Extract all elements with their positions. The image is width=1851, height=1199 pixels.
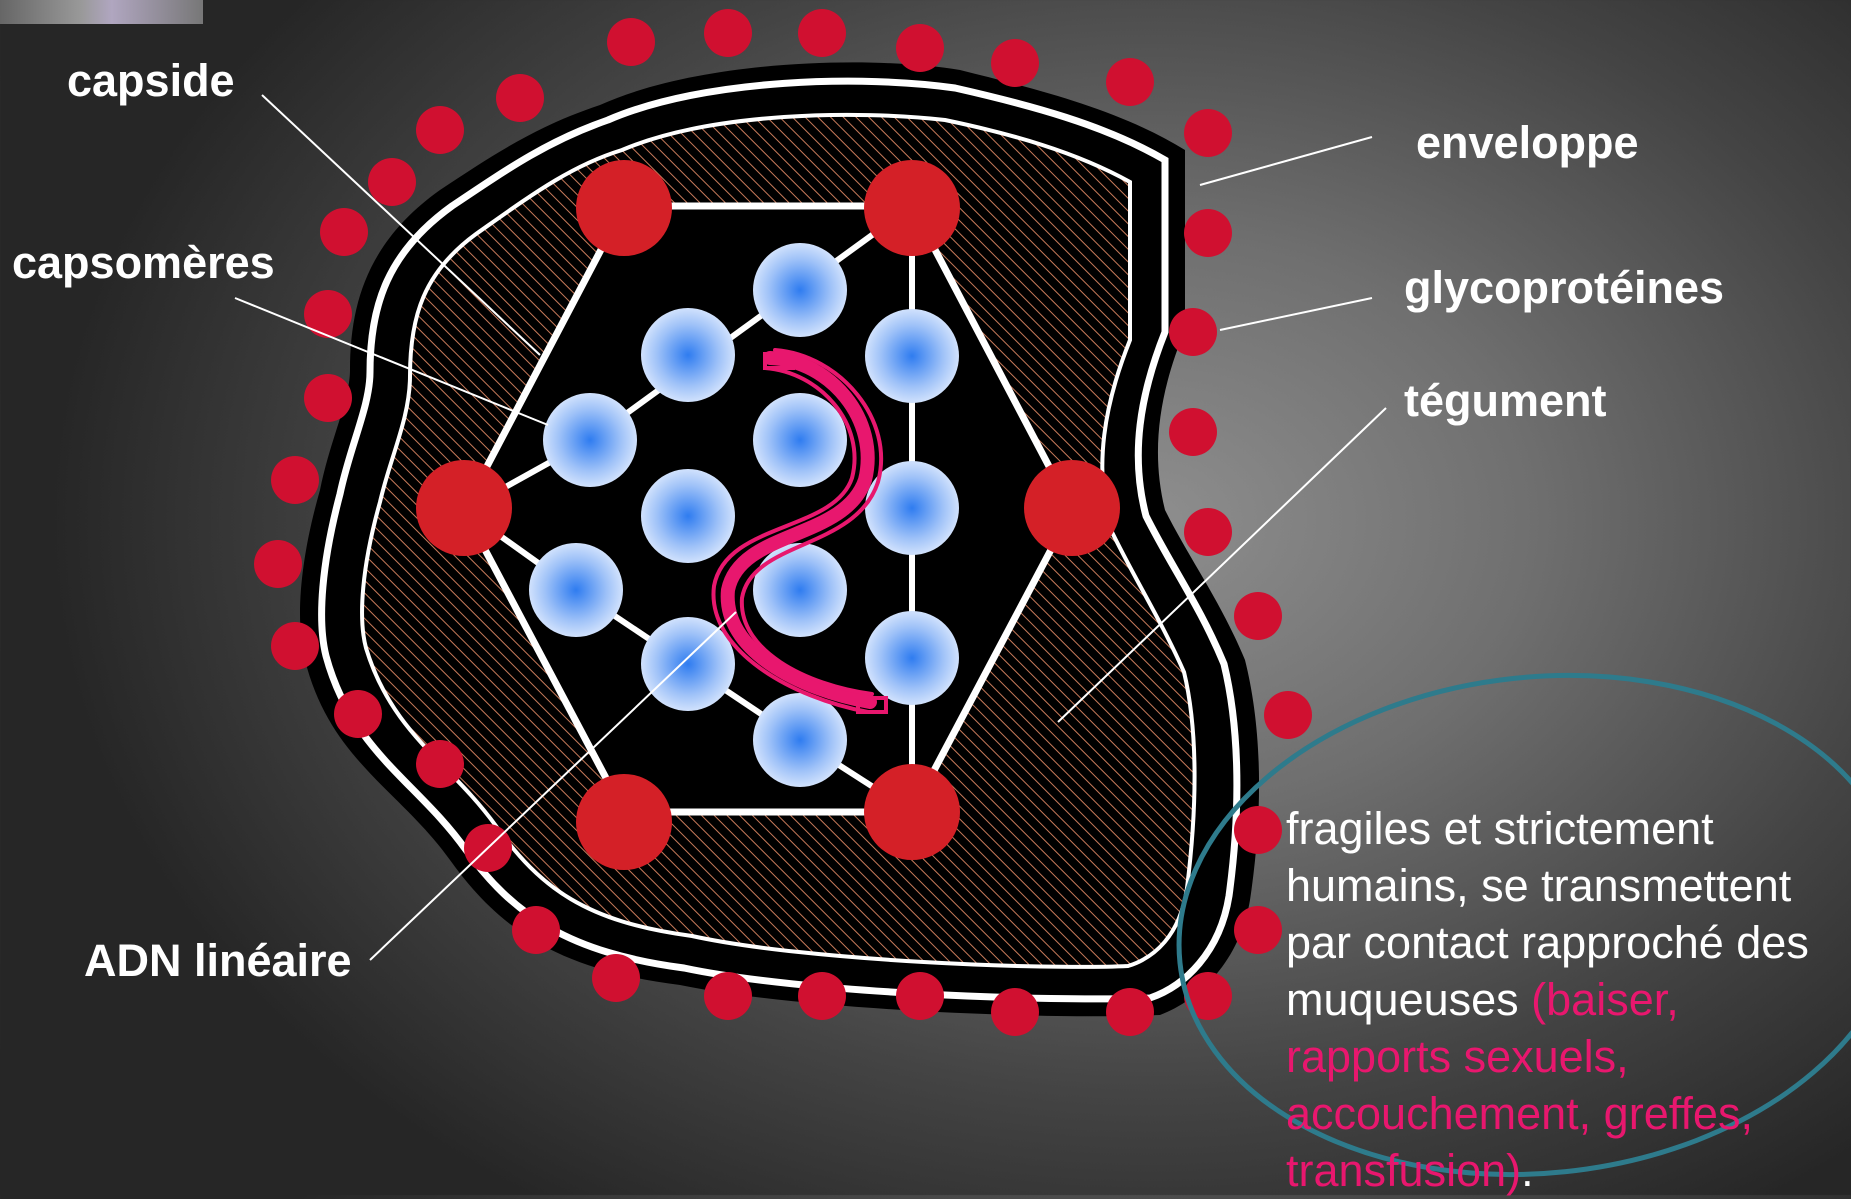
glycoprotein: [512, 906, 560, 954]
glycoprotein: [896, 972, 944, 1020]
capsid-vertex: [864, 764, 960, 860]
capsomere: [641, 469, 735, 563]
capsid-vertex: [416, 460, 512, 556]
glycoprotein: [1234, 906, 1282, 954]
capsomere: [641, 308, 735, 402]
label-adn: ADN linéaire: [84, 938, 352, 983]
label-capsomeres: capsomères: [12, 240, 275, 285]
glycoprotein: [991, 988, 1039, 1036]
glycoprotein: [416, 106, 464, 154]
glycoprotein: [1264, 691, 1312, 739]
glycoprotein: [368, 158, 416, 206]
glycoprotein: [607, 18, 655, 66]
glycoprotein: [304, 374, 352, 422]
glycoprotein: [271, 456, 319, 504]
label-tegument: tégument: [1404, 378, 1607, 423]
glycoprotein: [592, 954, 640, 1002]
glycoprotein: [1234, 592, 1282, 640]
label-capside: capside: [67, 58, 235, 103]
label-glycoproteines: glycoprotéines: [1404, 265, 1724, 310]
capsomere: [753, 243, 847, 337]
note-end: .: [1521, 1145, 1534, 1196]
glycoprotein: [1106, 58, 1154, 106]
glycoprotein: [1184, 109, 1232, 157]
glycoprotein: [704, 9, 752, 57]
capsomere: [529, 543, 623, 637]
capsomere: [753, 693, 847, 787]
glycoprotein: [271, 622, 319, 670]
glycoprotein: [991, 39, 1039, 87]
capsomere: [641, 617, 735, 711]
capsomere: [543, 393, 637, 487]
glycoprotein: [1184, 209, 1232, 257]
glycoprotein: [1106, 988, 1154, 1036]
glycoprotein: [416, 740, 464, 788]
capsomere: [753, 393, 847, 487]
capsomere: [865, 611, 959, 705]
glycoprotein: [798, 972, 846, 1020]
capsid-vertex: [1024, 460, 1120, 556]
glycoprotein: [704, 972, 752, 1020]
glycoprotein: [896, 24, 944, 72]
capsomere: [865, 309, 959, 403]
capsid-vertex: [576, 774, 672, 870]
glycoprotein: [254, 540, 302, 588]
glycoprotein: [1234, 806, 1282, 854]
capsid-vertex: [576, 160, 672, 256]
glycoprotein: [496, 74, 544, 122]
glycoprotein: [1169, 408, 1217, 456]
label-enveloppe: enveloppe: [1416, 120, 1639, 165]
transmission-note: fragiles et strictement humains, se tran…: [1286, 800, 1846, 1199]
glycoprotein: [334, 690, 382, 738]
glycoprotein: [798, 9, 846, 57]
capsomere: [753, 543, 847, 637]
capsid-vertex: [864, 160, 960, 256]
glycoprotein: [1169, 308, 1217, 356]
leader-line-glycoproteines: [1220, 298, 1372, 330]
glycoprotein: [320, 208, 368, 256]
glycoprotein: [304, 290, 352, 338]
glycoprotein: [1184, 508, 1232, 556]
